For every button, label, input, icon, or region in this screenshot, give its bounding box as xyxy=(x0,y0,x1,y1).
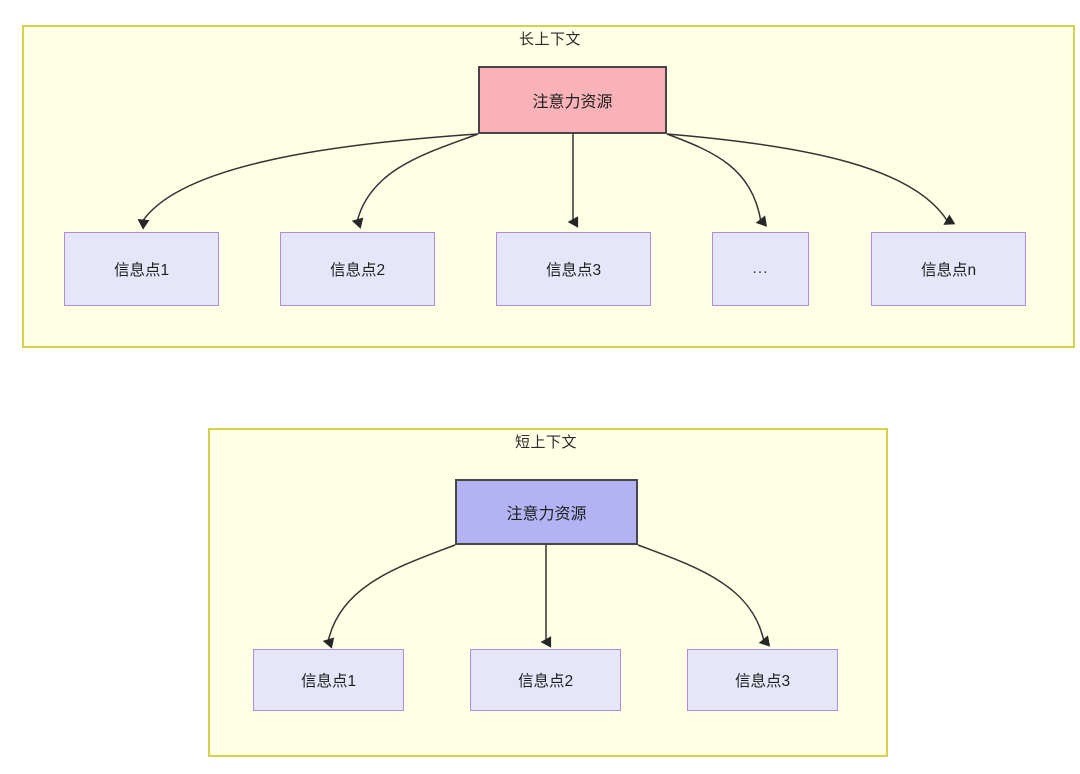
group-long-context-title: 长上下文 xyxy=(518,31,581,48)
node-short-context-leaf-3[interactable]: 信息点3 xyxy=(687,649,838,711)
node-long-context-root[interactable]: 注意力资源 xyxy=(478,66,667,134)
node-long-context-leaf-3[interactable]: 信息点3 xyxy=(496,232,651,306)
node-short-context-leaf-1[interactable]: 信息点1 xyxy=(253,649,404,711)
node-short-context-leaf-2[interactable]: 信息点2 xyxy=(470,649,621,711)
node-short-context-root[interactable]: 注意力资源 xyxy=(455,479,638,545)
node-long-context-leaf-n[interactable]: 信息点n xyxy=(871,232,1026,306)
node-long-context-leaf-ellipsis[interactable]: ... xyxy=(712,232,809,306)
node-long-context-leaf-1[interactable]: 信息点1 xyxy=(64,232,219,306)
node-long-context-leaf-2[interactable]: 信息点2 xyxy=(280,232,435,306)
group-short-context-title: 短上下文 xyxy=(514,434,577,451)
